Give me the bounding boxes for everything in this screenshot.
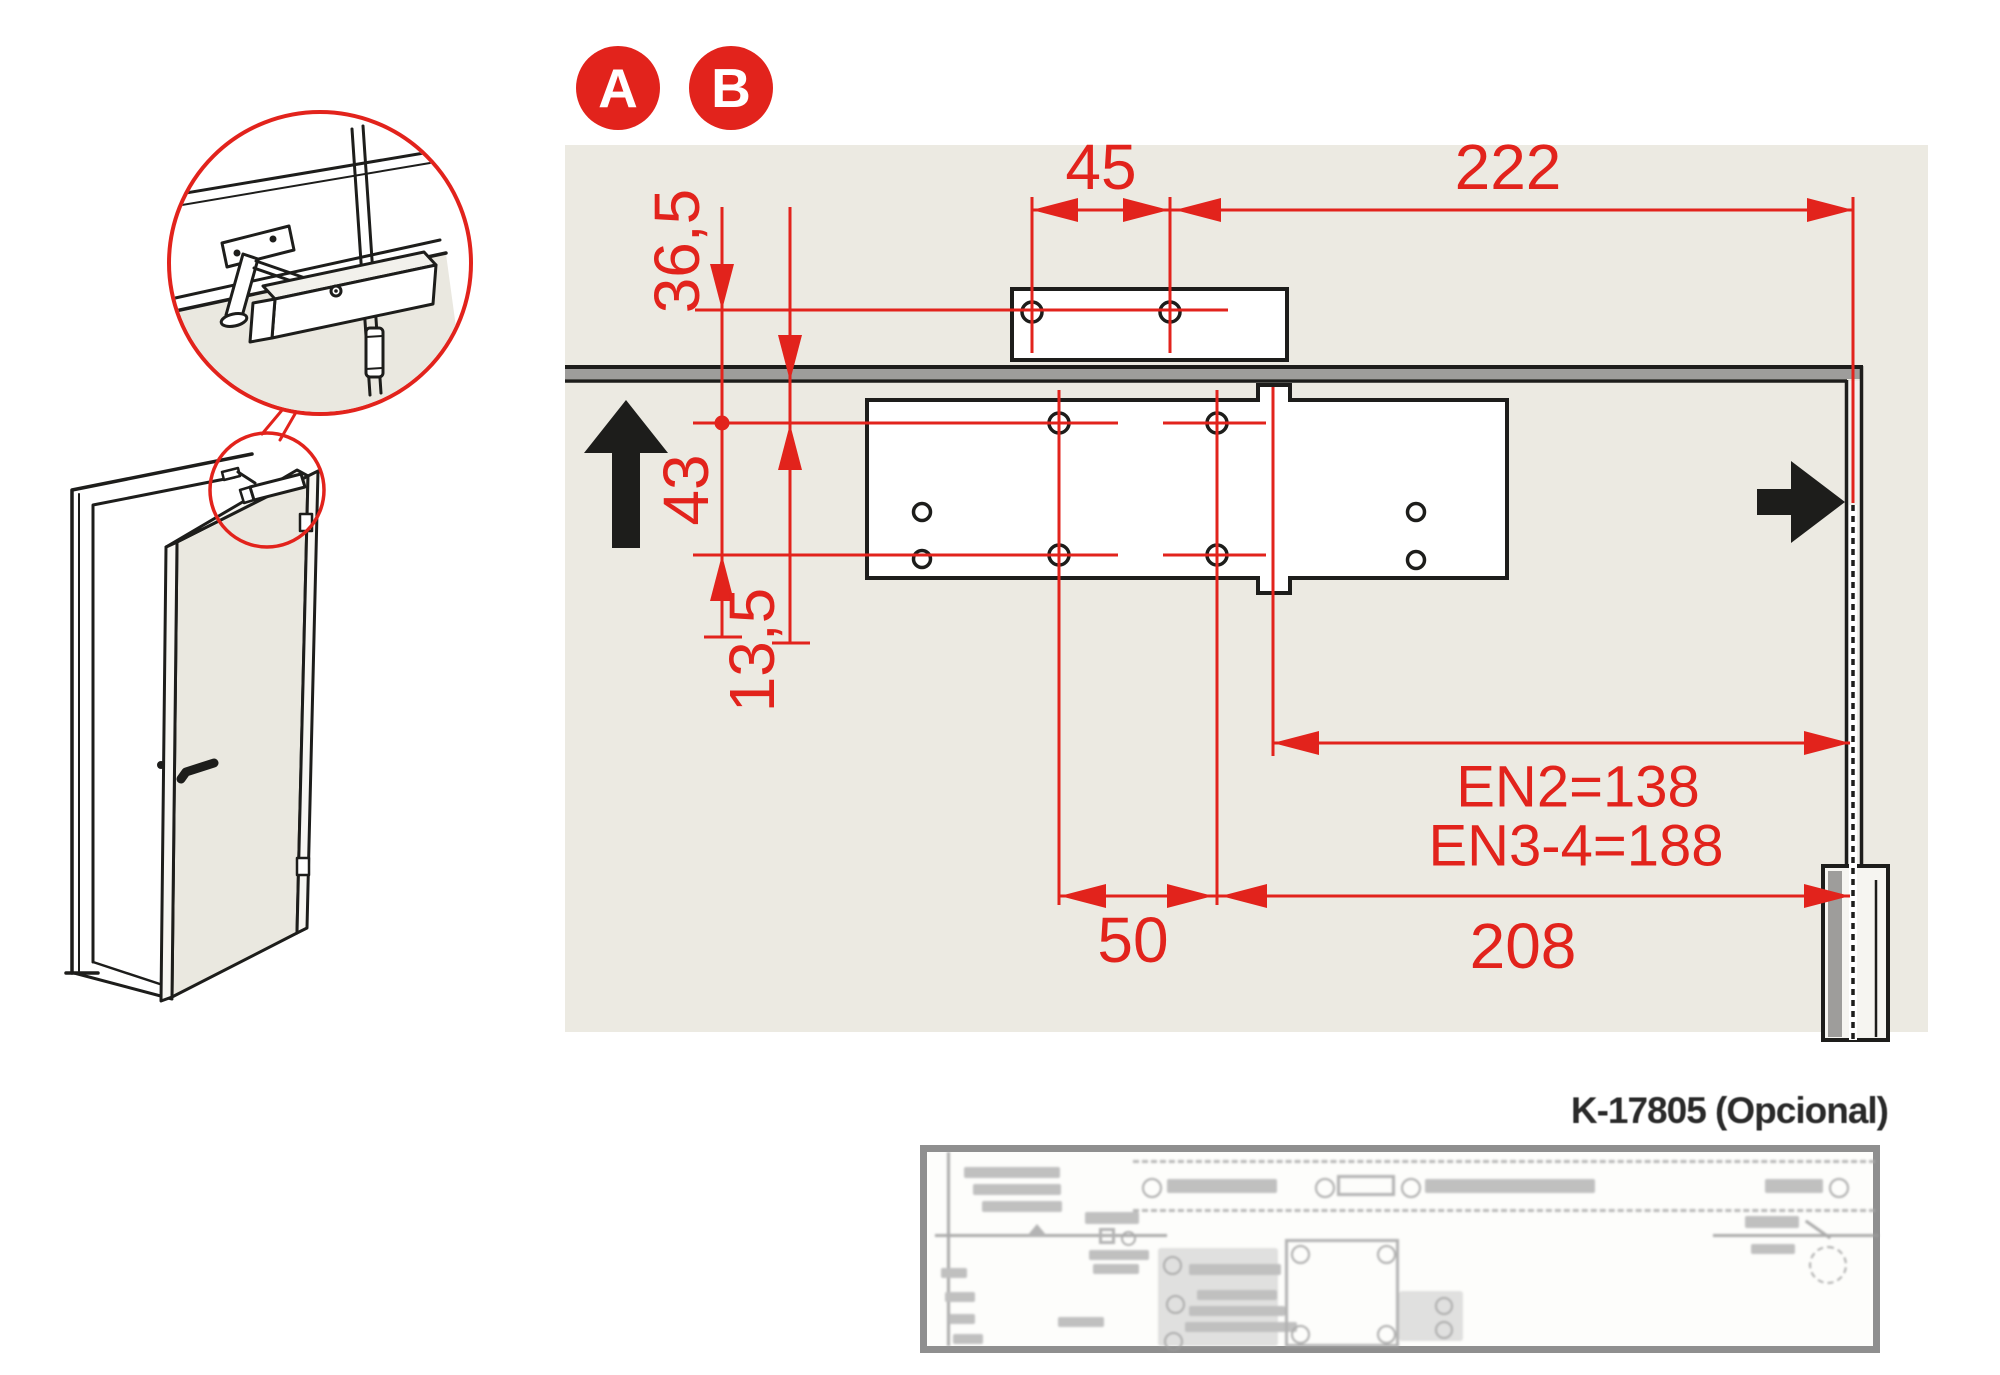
template-detail <box>1163 1256 1182 1275</box>
template-detail <box>1377 1245 1396 1264</box>
template-detail <box>1099 1228 1115 1244</box>
variant-badge-a: A <box>576 46 660 130</box>
template-detail <box>953 1334 983 1344</box>
template-detail <box>1399 1291 1463 1341</box>
plate-hole <box>1405 549 1427 571</box>
dim-50: 50 <box>1097 904 1168 976</box>
door-handle <box>176 758 219 784</box>
template-title: K-17805 (Opcional) <box>1570 1090 1889 1131</box>
template-detail <box>1166 1295 1185 1314</box>
closer-detail-view <box>171 124 469 412</box>
mini-closer <box>220 466 307 505</box>
template-detail <box>1401 1178 1421 1198</box>
template-detail <box>1751 1244 1795 1254</box>
door-leaf <box>159 468 320 1003</box>
template-detail <box>1185 1322 1297 1332</box>
wall-band <box>565 365 1863 383</box>
template-detail <box>949 1314 975 1324</box>
template-detail <box>945 1292 975 1302</box>
template-detail <box>1435 1321 1453 1339</box>
right-arrow-icon <box>1757 461 1845 543</box>
closer-body-plate <box>865 383 1509 595</box>
arm-shoe <box>220 224 296 269</box>
template-detail <box>1089 1250 1149 1260</box>
template-detail <box>1745 1216 1799 1228</box>
dim-45: 45 <box>1065 131 1136 203</box>
template-detail <box>964 1167 1060 1178</box>
template-detail <box>1027 1224 1047 1236</box>
template-detail <box>1093 1264 1139 1274</box>
template-detail <box>935 1234 1167 1237</box>
template-detail <box>982 1201 1062 1212</box>
template-detail <box>1121 1231 1136 1246</box>
mounting-template-scan <box>920 1145 1880 1353</box>
template-detail <box>1085 1212 1139 1224</box>
dim-en3-4: EN3-4=188 <box>1428 814 1723 879</box>
template-detail <box>1167 1179 1277 1193</box>
up-arrow-icon <box>584 400 668 548</box>
shared-dimension-dot <box>714 415 730 431</box>
template-detail <box>1291 1245 1310 1264</box>
template-detail <box>1189 1264 1281 1275</box>
template-detail <box>1809 1246 1847 1284</box>
plate-hole <box>911 548 933 570</box>
template-content <box>927 1152 1879 1351</box>
dim-43: 43 <box>650 454 722 525</box>
hinge-small <box>295 856 311 877</box>
template-detail <box>1164 1332 1183 1351</box>
door-illustration <box>64 110 473 1003</box>
dim-36-5: 36,5 <box>641 189 713 314</box>
template-detail <box>1058 1317 1104 1327</box>
template-detail <box>1197 1290 1277 1300</box>
template-detail <box>947 1152 950 1346</box>
template-detail <box>1425 1179 1595 1193</box>
callout-leader <box>260 407 285 436</box>
plate-hole <box>911 501 933 523</box>
dimension-panel: 45 222 36,5 43 13,5 EN2=138 EN3-4=188 50… <box>565 131 1928 1042</box>
template-detail <box>1142 1178 1162 1198</box>
template-detail <box>1285 1239 1399 1347</box>
template-detail <box>1377 1325 1396 1344</box>
hinge-cylinder <box>364 326 385 379</box>
arm-shoe-plate <box>1010 287 1289 362</box>
dimension-arrowheads <box>710 198 1853 908</box>
template-detail <box>1133 1160 1875 1212</box>
dim-208: 208 <box>1470 910 1577 982</box>
template-detail <box>1765 1179 1823 1193</box>
template-detail <box>1291 1325 1310 1344</box>
template-detail <box>1315 1178 1335 1198</box>
template-detail <box>941 1268 967 1278</box>
template-detail <box>1337 1175 1395 1196</box>
template-detail <box>1435 1297 1453 1315</box>
door-frame <box>64 452 254 1001</box>
template-detail <box>1713 1234 1879 1237</box>
dim-222: 222 <box>1455 131 1562 203</box>
template-detail <box>973 1184 1061 1195</box>
strike-knob <box>157 761 165 769</box>
template-detail <box>1829 1178 1849 1198</box>
dim-en2: EN2=138 <box>1456 755 1699 820</box>
variant-badge-b: B <box>689 46 773 130</box>
dim-13-5: 13,5 <box>716 588 788 713</box>
callout-small-circle <box>208 431 326 549</box>
plate-hole <box>1405 501 1427 523</box>
template-detail <box>1189 1306 1285 1316</box>
